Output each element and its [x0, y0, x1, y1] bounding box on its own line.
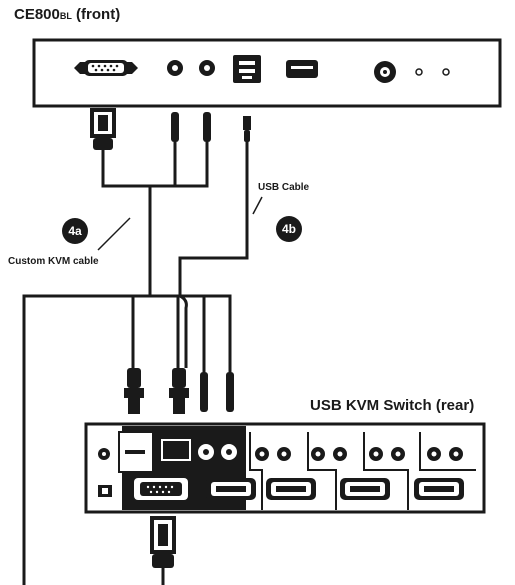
rear-side-plugs: [124, 368, 234, 414]
front-audio-jacks: [167, 60, 215, 76]
front-usb-plug: [243, 116, 251, 142]
rear-console-vga-port: [134, 478, 188, 500]
front-device-suffix: BL: [59, 11, 72, 21]
rear-console-vga-plug: [150, 516, 176, 568]
front-audio-plugs: [171, 112, 211, 142]
front-vga-port: [74, 60, 138, 76]
step-4a-badge: 4a: [62, 218, 88, 244]
front-device-name: CE800: [14, 6, 60, 23]
cable-callout-lines: [97, 196, 263, 251]
front-vga-plug: [90, 108, 116, 150]
front-usb-a-port: [286, 60, 318, 78]
rear-console-audio-jacks: [198, 444, 237, 460]
rear-console-usb-port: [161, 439, 191, 461]
usb-cable: [178, 142, 249, 368]
front-power-jack: [374, 61, 396, 83]
rear-port-group-dividers: [249, 432, 476, 510]
custom-kvm-cable-label: Custom KVM cable: [8, 256, 99, 267]
front-usb-b-port: [233, 55, 261, 83]
rear-small-jack: [98, 485, 112, 497]
rear-computer-port-3: [369, 447, 464, 500]
rear-device-title: USB KVM Switch (rear): [310, 397, 475, 414]
step-4b-badge: 4b: [276, 216, 302, 242]
front-device-title: CE800BL (front): [14, 6, 120, 23]
rear-computer-port-2: [311, 447, 390, 500]
console-cable: [22, 294, 150, 585]
rear-computer-port-1: [255, 447, 316, 500]
front-device-view: (front): [71, 6, 121, 23]
rear-power-jack: [98, 448, 110, 460]
rear-switch: [118, 431, 154, 473]
usb-cable-label: USB Cable: [258, 182, 310, 193]
front-led-indicators: [415, 68, 450, 76]
rear-computer-port-4: [206, 447, 463, 500]
